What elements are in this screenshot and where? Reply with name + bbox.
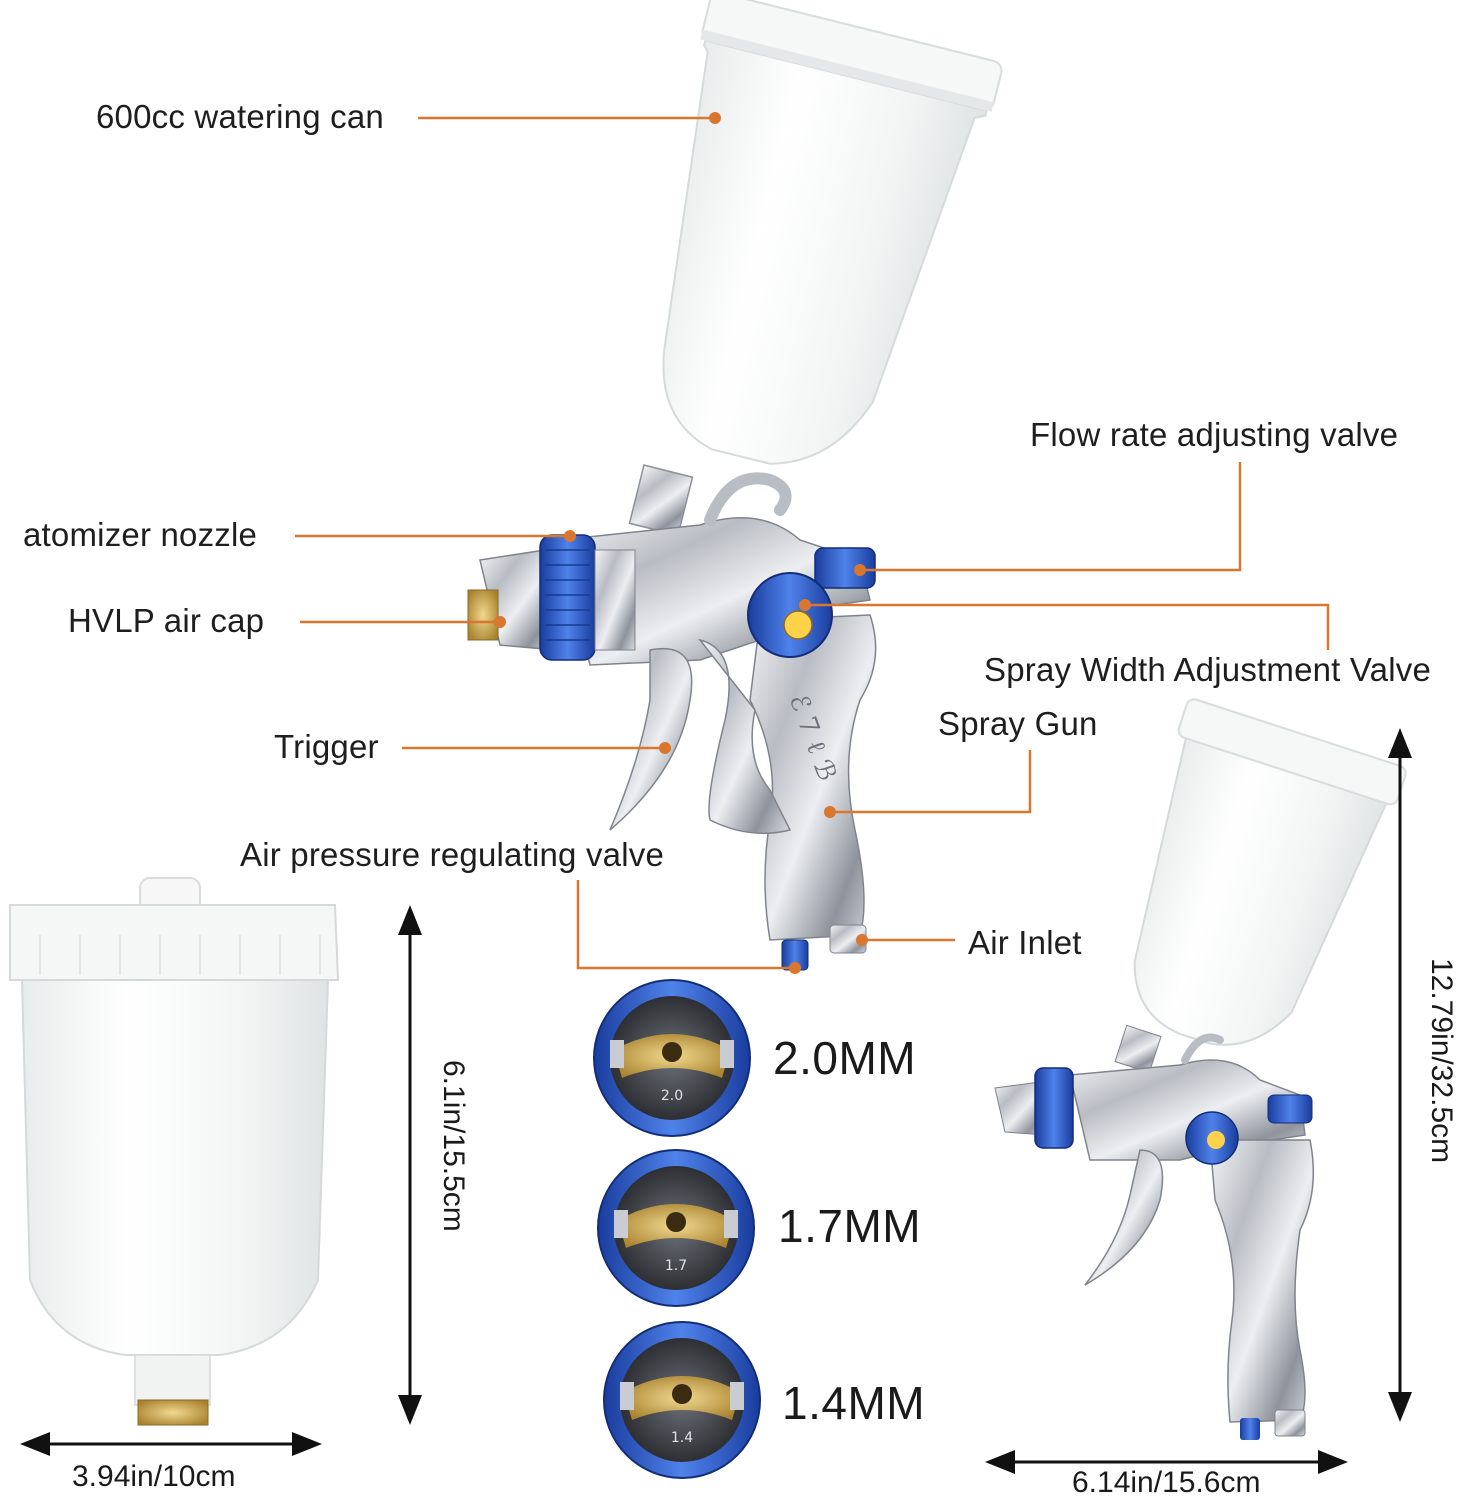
- label-pressure-valve: Air pressure regulating valve: [240, 836, 665, 873]
- callout-dots: [494, 112, 868, 974]
- callout-lines: [295, 116, 1330, 970]
- nozzle-1-4-icon: 1.4: [603, 1321, 761, 1479]
- nozzle-size-label: 2.0MM: [773, 1032, 917, 1084]
- label-spray-gun: Spray Gun: [938, 705, 1098, 742]
- dim-cup-width: 3.94in/10cm: [72, 1460, 236, 1493]
- dim-gun-height: 12.79in/32.5cm: [1425, 958, 1458, 1164]
- main-spray-gun: ℰ 7 ℓ ℬ: [467, 0, 1003, 971]
- svg-text:1.7: 1.7: [665, 1258, 687, 1274]
- label-atomizer-nozzle: atomizer nozzle: [23, 516, 258, 553]
- dim-gun-width: 6.14in/15.6cm: [1072, 1466, 1261, 1499]
- nozzle-size-label: 1.4MM: [782, 1377, 926, 1429]
- main-cup: [662, 0, 1003, 465]
- nozzle-size-label: 1.7MM: [778, 1200, 922, 1252]
- svg-text:2.0: 2.0: [661, 1088, 683, 1104]
- nozzle-2-0-icon: 2.0: [593, 979, 751, 1137]
- spare-cup: [9, 877, 340, 1426]
- nozzle-1-7-icon: 1.7: [597, 1149, 755, 1307]
- dim-cup-height: 6.1in/15.5cm: [437, 1060, 470, 1232]
- dimension-arrows: [20, 728, 1412, 1474]
- small-spray-gun: [994, 698, 1407, 1440]
- label-flow-valve: Flow rate adjusting valve: [1030, 416, 1399, 453]
- label-air-cap: HVLP air cap: [68, 602, 265, 639]
- svg-text:1.4: 1.4: [671, 1430, 693, 1446]
- label-cup: 600cc watering can: [96, 98, 384, 135]
- label-trigger: Trigger: [274, 728, 379, 765]
- label-width-valve: Spray Width Adjustment Valve: [984, 651, 1432, 688]
- label-air-inlet: Air Inlet: [968, 924, 1082, 961]
